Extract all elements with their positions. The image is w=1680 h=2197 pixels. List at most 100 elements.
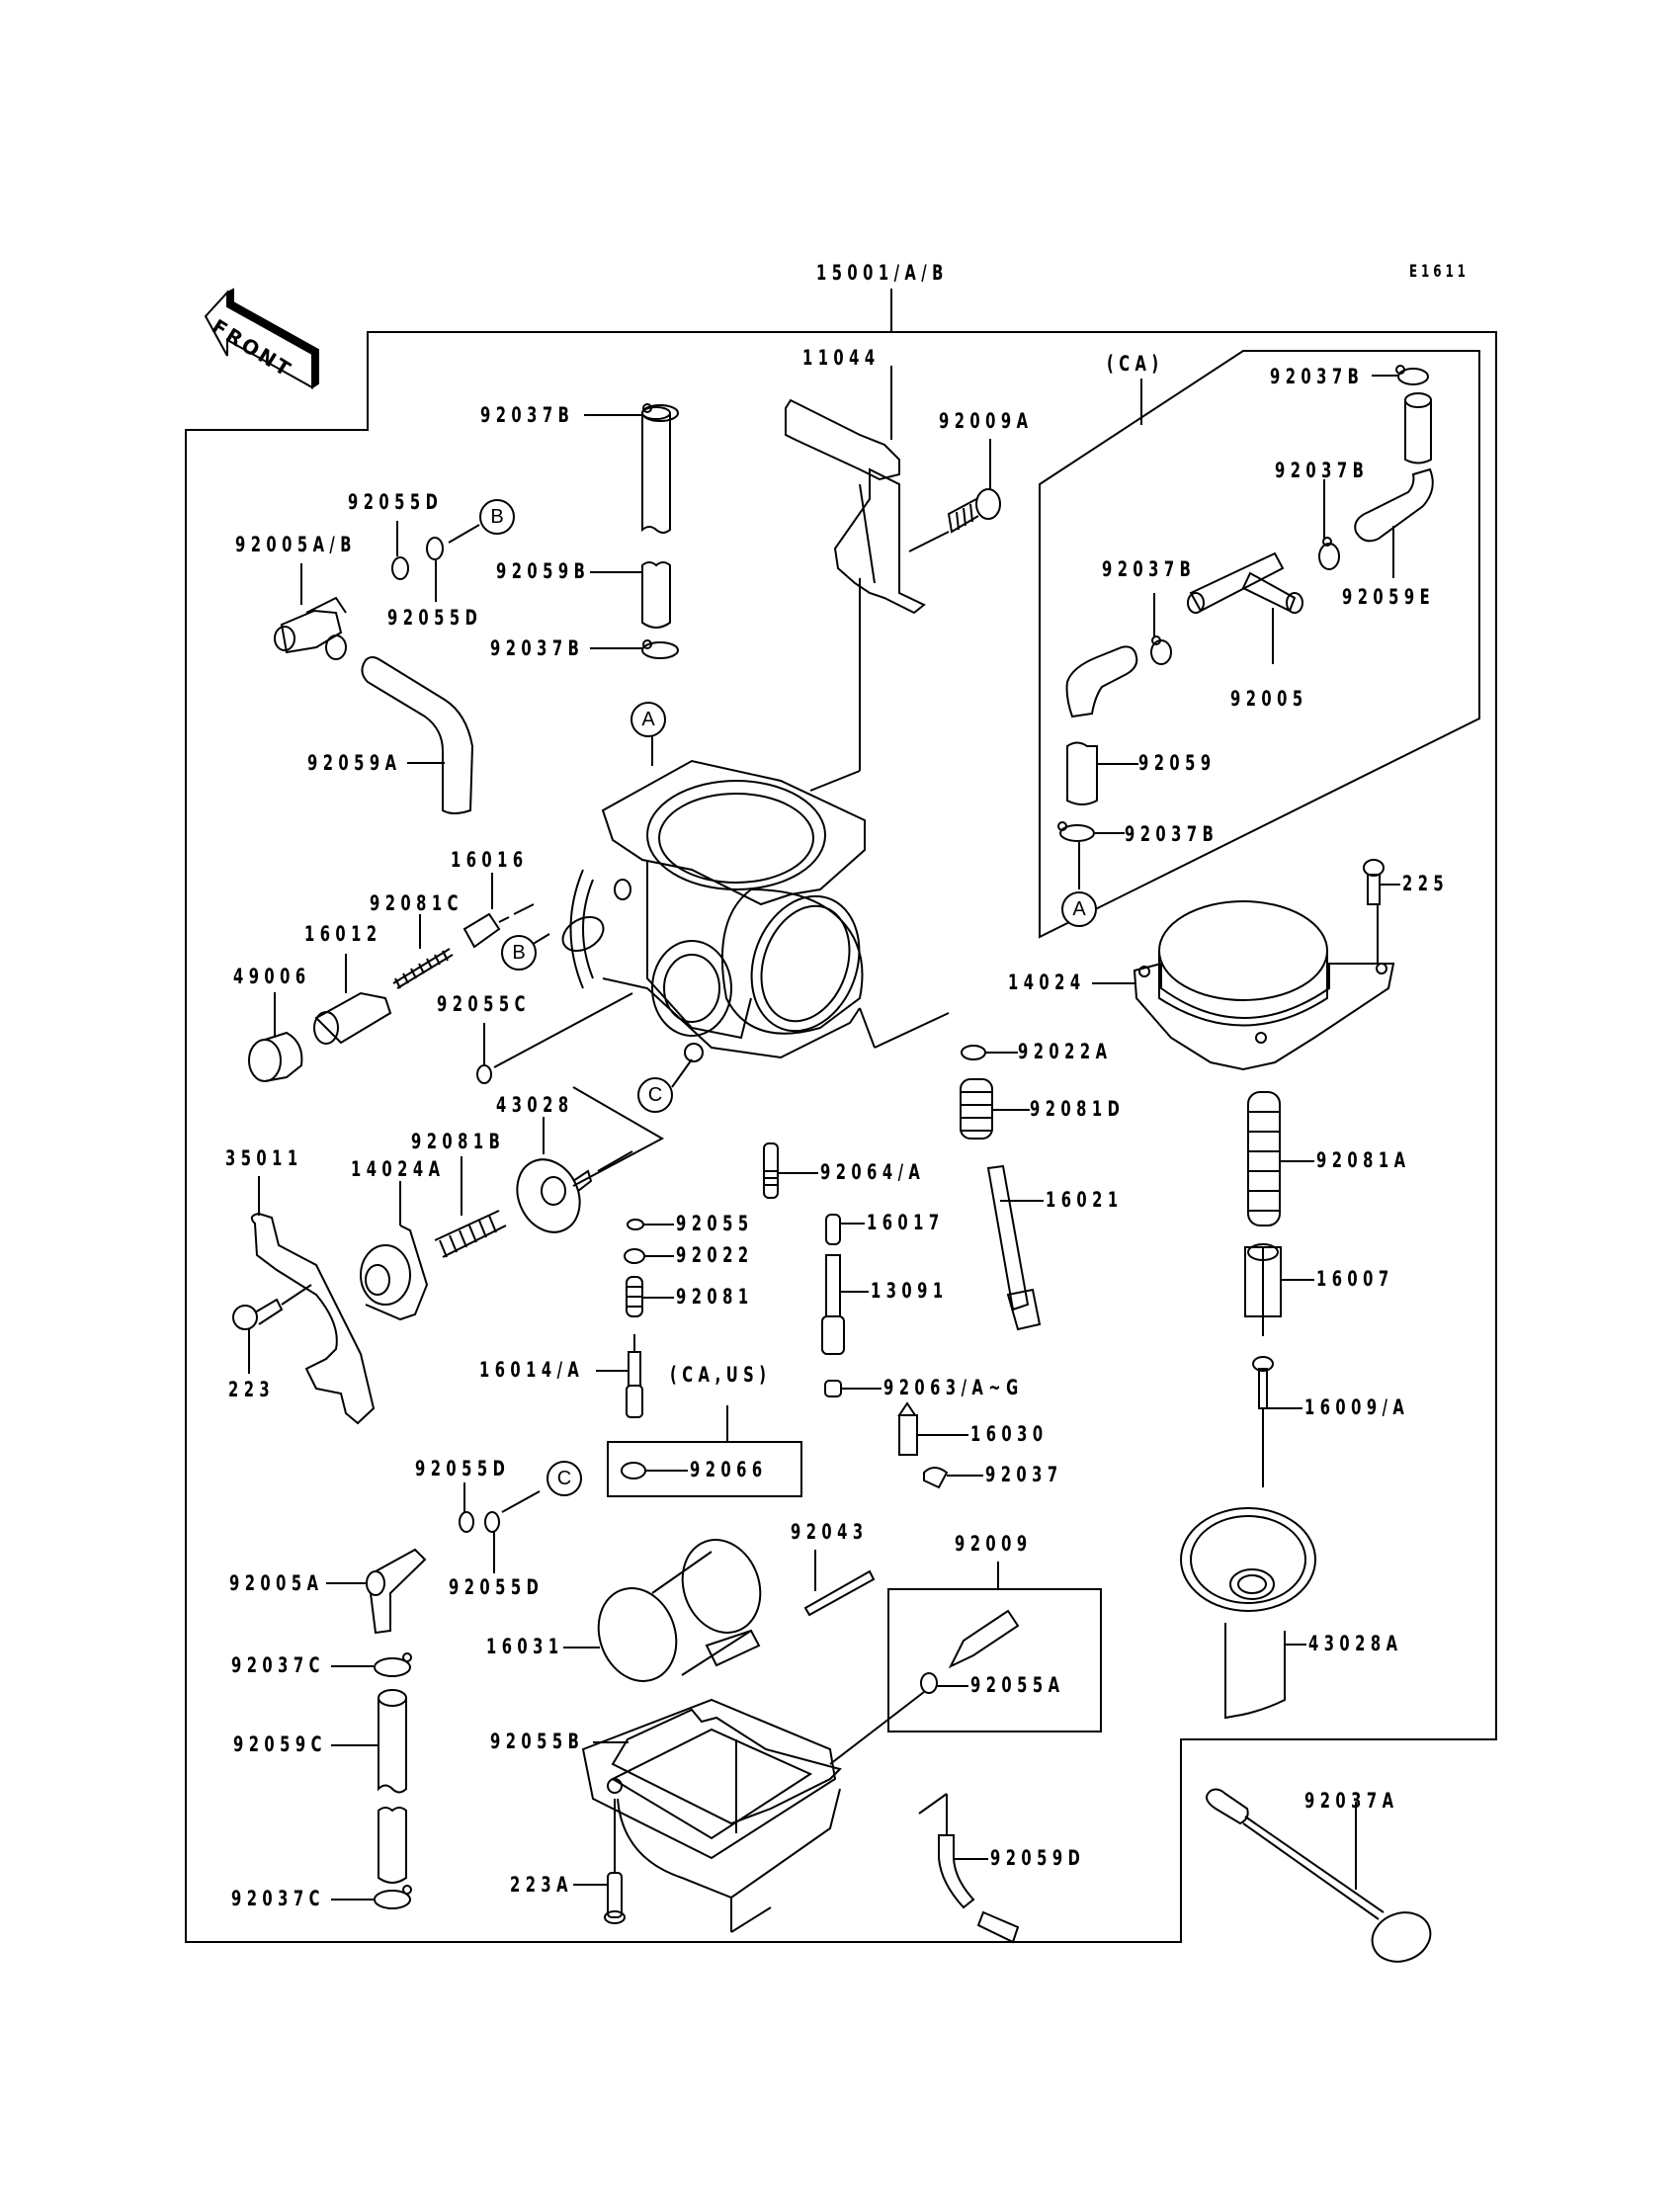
cover-14024A — [361, 1225, 427, 1319]
label-92022A: 92022A — [1018, 1040, 1113, 1063]
label-92037C-b: 92037C — [231, 1887, 325, 1910]
hose-92059C — [378, 1690, 406, 1883]
label-225: 225 — [1402, 872, 1450, 895]
leader — [282, 1285, 311, 1305]
label-92005: 92005 — [1230, 687, 1308, 711]
ref-marker-text: A — [641, 709, 655, 730]
label-92055D-b: 92055D — [387, 606, 483, 630]
leader — [672, 1059, 692, 1087]
hose-92059E — [1355, 469, 1433, 541]
hose-92059D — [939, 1835, 1018, 1942]
bracket-11044 — [786, 400, 924, 613]
cover-14024 — [1134, 901, 1393, 1069]
jet-16017 — [826, 1215, 840, 1244]
spring-92081 — [627, 1277, 642, 1316]
adjuster-16012 — [314, 993, 390, 1044]
leader — [502, 1491, 540, 1512]
label-92009: 92009 — [955, 1532, 1033, 1556]
label-92005AB: 92005A/B — [235, 533, 357, 556]
label-92063: 92063/A~G — [883, 1376, 1024, 1399]
gasket-92055B — [613, 1710, 840, 1823]
label-92009A: 92009A — [939, 409, 1034, 433]
label-92005A: 92005A — [229, 1571, 324, 1595]
ref-marker-c-lower: C — [546, 1461, 582, 1496]
clamp-92037B-upper — [642, 404, 678, 421]
hose-92059B — [642, 407, 670, 628]
washer-92022 — [625, 1249, 644, 1263]
ca-region-box — [1040, 351, 1479, 937]
assembly-border — [186, 332, 1496, 1942]
label-11044: 11044 — [802, 346, 881, 370]
ref-marker-text: C — [647, 1084, 663, 1106]
clamp-92037B-ca1 — [1396, 366, 1428, 384]
label-92037C-a: 92037C — [231, 1653, 325, 1677]
leader — [514, 904, 534, 914]
needle-16009A — [1253, 1357, 1273, 1487]
hose-92059-elbow — [1067, 646, 1137, 717]
leader — [598, 1151, 632, 1171]
label-92059B: 92059B — [496, 559, 591, 583]
label-92081A: 92081A — [1316, 1148, 1411, 1172]
diaphragm-43028 — [506, 1149, 591, 1242]
holder-16007 — [1245, 1244, 1281, 1336]
label-92055B: 92055B — [490, 1730, 585, 1753]
label-14024A: 14024A — [351, 1157, 446, 1181]
ref-marker-c-body: C — [637, 1077, 673, 1113]
leader — [449, 525, 479, 543]
label-92059E: 92059E — [1342, 585, 1436, 609]
label-92055: 92055 — [676, 1212, 754, 1235]
label-92037B-ca1: 92037B — [1270, 365, 1365, 388]
label-92043: 92043 — [791, 1520, 869, 1544]
label-92059: 92059 — [1138, 751, 1217, 775]
label-16014A: 16014/A — [479, 1358, 585, 1382]
screw-223A — [605, 1873, 625, 1923]
float-bowl — [583, 1700, 840, 1932]
screw-225 — [1364, 860, 1384, 904]
hose-ca-top — [1405, 393, 1431, 464]
hose-92059A — [362, 657, 472, 813]
clamp-92037C-b — [375, 1886, 411, 1908]
screw-92009-box — [888, 1589, 1101, 1732]
washer-92022A — [962, 1046, 985, 1059]
spring-92081A — [1248, 1092, 1280, 1225]
label-92055D-c: 92055D — [415, 1457, 511, 1480]
label-92081D: 92081D — [1030, 1097, 1126, 1121]
fitting-92005AB — [275, 598, 346, 659]
label-16009A: 16009/A — [1304, 1395, 1410, 1419]
label-92059D: 92059D — [990, 1846, 1086, 1870]
oring-92055 — [628, 1220, 643, 1229]
label-ca-us: (CA,US) — [670, 1363, 772, 1387]
label-92055D-a: 92055D — [348, 490, 444, 514]
label-ca: (CA) — [1107, 352, 1164, 376]
spring-92081D — [961, 1079, 992, 1139]
label-223: 223 — [228, 1378, 276, 1401]
float-valve-16030 — [899, 1403, 917, 1455]
ref-marker-text: B — [490, 506, 504, 528]
leader — [909, 532, 949, 551]
pin-92043 — [805, 1571, 874, 1615]
label-92081: 92081 — [676, 1285, 754, 1309]
label-43028A: 43028A — [1308, 1632, 1403, 1655]
bracket-35011 — [252, 1214, 374, 1423]
cap-49006 — [249, 1033, 301, 1081]
label-16012: 16012 — [304, 922, 382, 946]
label-figure-code: E1611 — [1409, 262, 1470, 282]
plug-92066 — [622, 1463, 645, 1479]
label-16021: 16021 — [1046, 1188, 1124, 1212]
label-92037B-ca2: 92037B — [1275, 459, 1370, 482]
oring-92055D-a — [392, 557, 408, 579]
clamp-92037B-ca4 — [1058, 822, 1094, 841]
label-92022: 92022 — [676, 1243, 754, 1267]
carburetor-body-15001 — [556, 761, 877, 1061]
screw-92009A — [949, 489, 1000, 532]
label-92037B-ca4: 92037B — [1125, 822, 1219, 846]
fitting-92005A — [367, 1550, 425, 1633]
label-16030: 16030 — [970, 1422, 1049, 1446]
label-92037B-ca3: 92037B — [1102, 557, 1197, 581]
oring-92055D-c — [460, 1512, 473, 1532]
label-49006: 49006 — [233, 965, 311, 988]
clamp-92037B-ca3 — [1151, 636, 1171, 664]
clamp-92037C-a — [375, 1653, 411, 1676]
leader — [919, 1794, 947, 1814]
oring-92055D-b — [427, 538, 443, 559]
